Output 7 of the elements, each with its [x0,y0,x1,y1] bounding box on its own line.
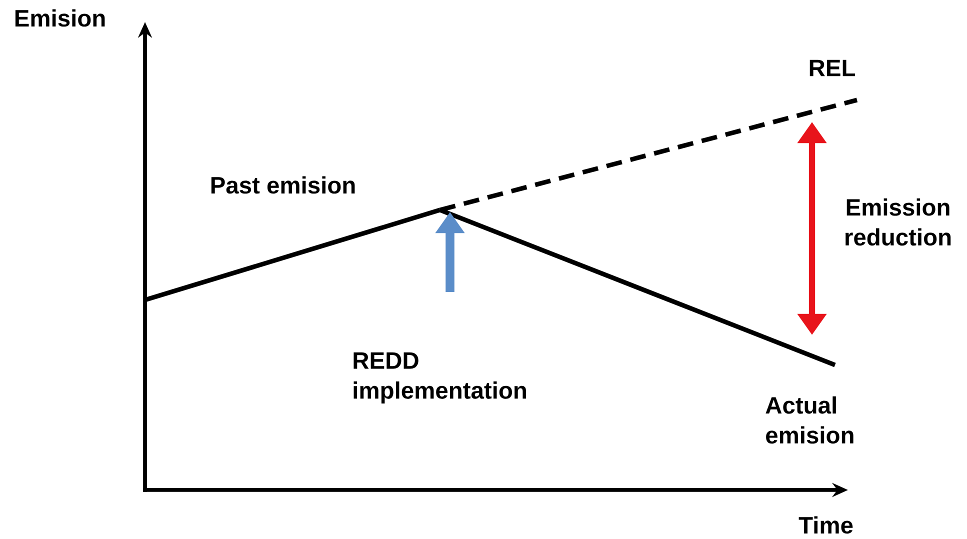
annotation-text: Emission reduction [846,198,951,246]
annotation-text: REL [810,60,855,76]
annotation-text: Past emision [211,176,355,194]
axis-label: Time [798,516,853,534]
axis-label: Emision [15,9,105,27]
annotation-text: REDD implementation [354,352,526,404]
annotation-text: Actual emision [766,396,854,444]
